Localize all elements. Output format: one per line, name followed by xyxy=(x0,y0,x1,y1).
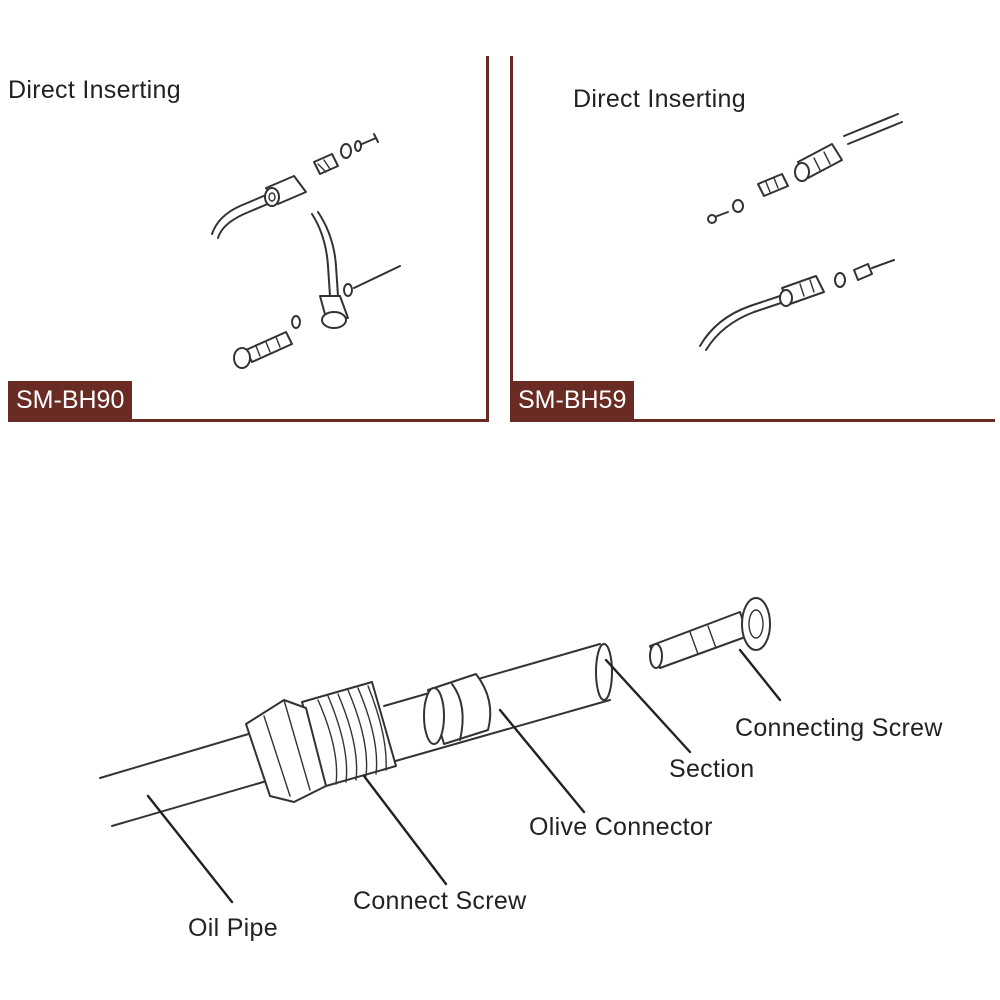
callout-connecting-screw: Connecting Screw xyxy=(735,714,943,742)
panel-title: Direct Inserting xyxy=(573,85,746,113)
model-label: SM-BH59 xyxy=(510,381,635,419)
callout-oil-pipe: Oil Pipe xyxy=(188,914,278,942)
panel-bottom-rule xyxy=(8,419,488,422)
panel-sm-bh59: Direct Inserting SM-BH59 xyxy=(510,56,995,422)
panel-divider xyxy=(486,56,489,422)
sm-bh90-exploded-diagram xyxy=(211,133,401,369)
panel-divider xyxy=(510,56,513,422)
panel-bottom-rule xyxy=(510,419,995,422)
panel-sm-bh90: Direct Inserting SM-BH90 xyxy=(8,56,489,422)
model-label: SM-BH90 xyxy=(8,381,133,419)
sm-bh59-exploded-diagram xyxy=(699,113,903,351)
callout-olive-connector: Olive Connector xyxy=(529,813,713,841)
panel-title: Direct Inserting xyxy=(8,76,181,104)
callout-section: Section xyxy=(669,755,755,783)
callout-connect-screw: Connect Screw xyxy=(353,887,527,915)
